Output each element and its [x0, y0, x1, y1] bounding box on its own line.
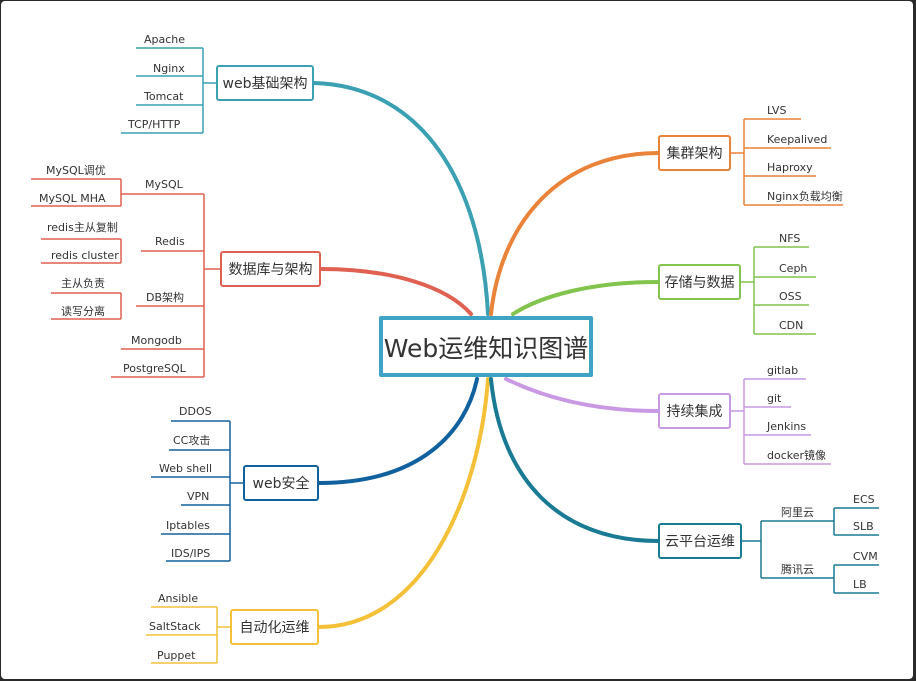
leaf-mysql-tuning[interactable]: MySQL调优 — [46, 164, 106, 177]
leaf-lb[interactable]: LB — [853, 578, 867, 591]
curve-ci — [504, 377, 660, 413]
leaf-aliyun[interactable]: 阿里云 — [781, 506, 814, 519]
topic-cluster[interactable]: 集群架构 — [658, 135, 731, 171]
leaf-ceph[interactable]: Ceph — [779, 262, 808, 275]
central-topic[interactable]: Web运维知识图谱 — [379, 316, 593, 377]
leaf-postgresql[interactable]: PostgreSQL — [123, 362, 186, 375]
leaf-oss[interactable]: OSS — [779, 290, 802, 303]
leaf-gitlab[interactable]: gitlab — [767, 364, 799, 377]
leaf-haproxy[interactable]: Haproxy — [767, 161, 813, 174]
curve-web-basic — [312, 81, 490, 316]
curve-storage — [511, 280, 660, 316]
leaf-ansible[interactable]: Ansible — [158, 592, 199, 605]
curve-cloud — [489, 377, 660, 543]
leaf-iptables[interactable]: Iptables — [166, 519, 210, 532]
leaf-web-shell[interactable]: Web shell — [159, 462, 213, 475]
leaf-tencent[interactable]: 腾讯云 — [781, 563, 814, 576]
topic-cloud[interactable]: 云平台运维 — [658, 523, 742, 559]
leaf-nfs[interactable]: NFS — [779, 232, 801, 245]
leaf-tomcat[interactable]: Tomcat — [144, 90, 184, 103]
topic-database[interactable]: 数据库与架构 — [220, 251, 321, 287]
leaf-db-arch[interactable]: DB架构 — [146, 291, 185, 304]
curve-automation — [317, 377, 490, 629]
curve-cluster — [489, 151, 660, 316]
leaf-rw-split[interactable]: 读写分离 — [61, 305, 105, 318]
leaf-redis-cluster[interactable]: redis cluster — [51, 249, 119, 262]
leaf-redis[interactable]: Redis — [155, 235, 185, 248]
leaf-nginx-lb[interactable]: Nginx负载均衡 — [767, 190, 843, 203]
leaf-ecs[interactable]: ECS — [853, 493, 875, 506]
leaf-redis-replication[interactable]: redis主从复制 — [47, 221, 118, 234]
curve-database — [319, 267, 473, 316]
leaf-tcp-http[interactable]: TCP/HTTP — [128, 118, 181, 131]
leaf-puppet[interactable]: Puppet — [157, 649, 196, 662]
leaf-cdn[interactable]: CDN — [779, 319, 804, 332]
leaf-mongodb[interactable]: Mongodb — [131, 334, 182, 347]
leaf-mysql[interactable]: MySQL — [145, 178, 183, 191]
topic-automation[interactable]: 自动化运维 — [230, 609, 319, 645]
topic-storage[interactable]: 存储与数据 — [658, 264, 741, 300]
leaf-jenkins[interactable]: Jenkins — [767, 420, 807, 433]
leaf-ids-ips[interactable]: IDS/IPS — [171, 547, 211, 560]
leaf-nginx[interactable]: Nginx — [153, 62, 185, 75]
topic-web-basic[interactable]: web基础架构 — [216, 65, 314, 101]
topic-ci[interactable]: 持续集成 — [658, 393, 731, 429]
leaf-cvm[interactable]: CVM — [853, 550, 878, 563]
leaf-mysql-mha[interactable]: MySQL MHA — [39, 192, 106, 205]
leaf-git[interactable]: git — [767, 392, 782, 405]
leaf-docker-image[interactable]: docker镜像 — [767, 449, 827, 462]
curve-security — [317, 377, 479, 485]
leaf-lvs[interactable]: LVS — [767, 104, 787, 117]
leaf-vpn[interactable]: VPN — [187, 490, 210, 503]
leaf-master-slave[interactable]: 主从负责 — [61, 277, 105, 290]
leaf-ddos[interactable]: DDOS — [179, 405, 212, 418]
leaf-slb[interactable]: SLB — [853, 520, 874, 533]
topic-security[interactable]: web安全 — [243, 465, 319, 501]
leaf-keepalived[interactable]: Keepalived — [767, 133, 828, 146]
leaf-saltstack[interactable]: SaltStack — [149, 620, 201, 633]
leaf-apache[interactable]: Apache — [144, 33, 186, 46]
leaf-cc-attack[interactable]: CC攻击 — [173, 434, 211, 447]
